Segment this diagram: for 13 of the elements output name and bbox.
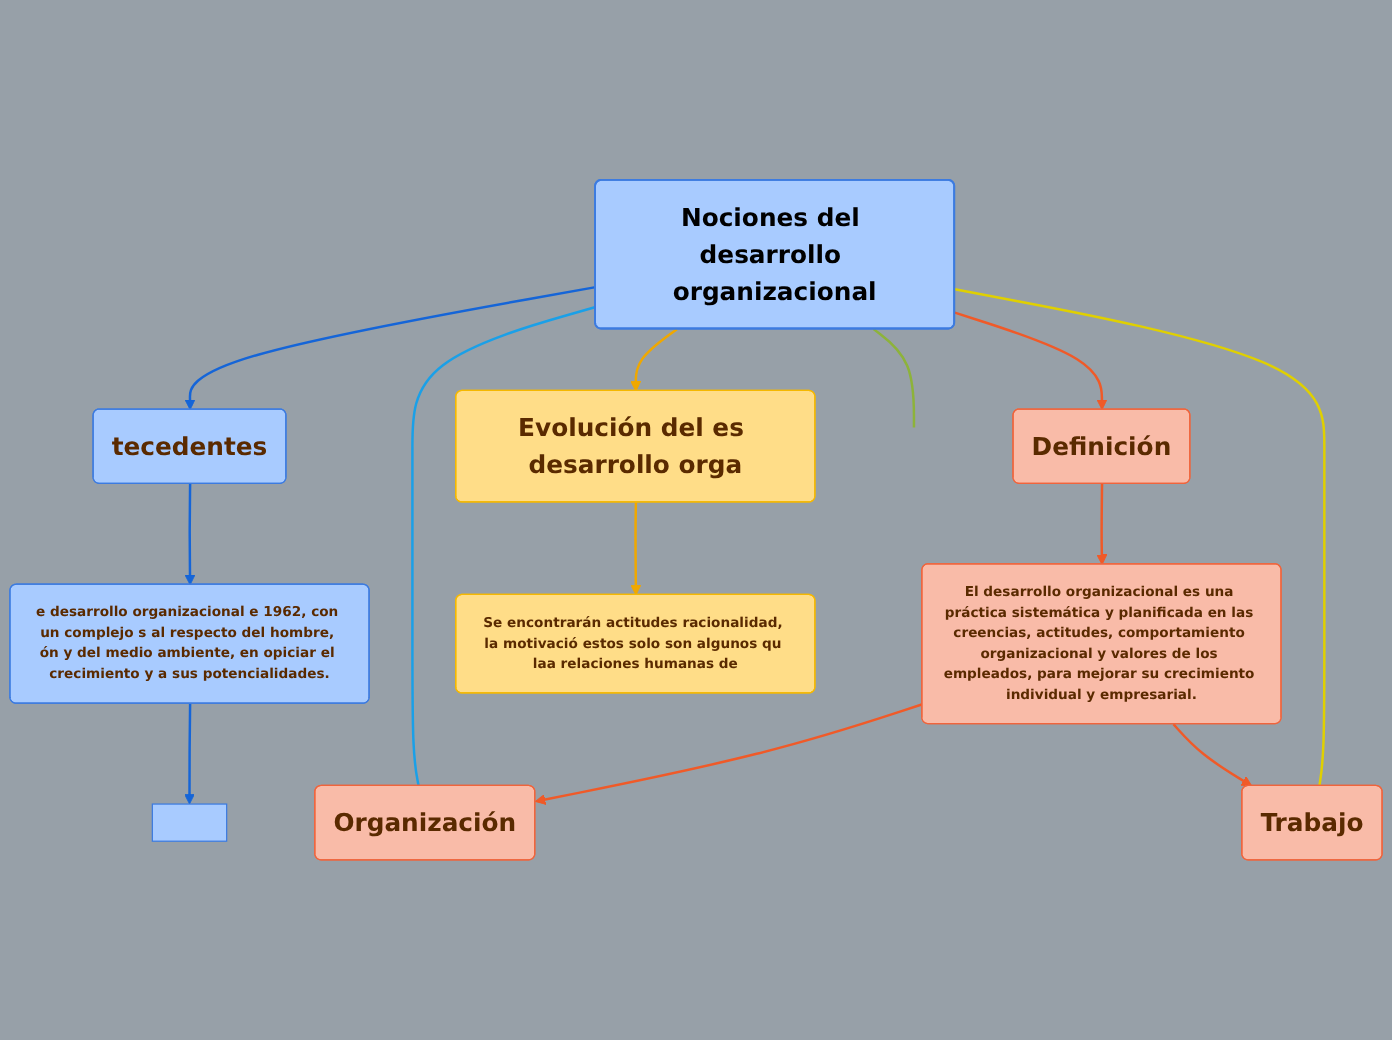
arrow	[630, 328, 678, 392]
arrow	[1172, 723, 1253, 787]
arrow	[630, 502, 642, 596]
arrow	[954, 311, 1108, 411]
arrow	[184, 703, 195, 805]
connector	[411, 305, 597, 787]
arrow	[184, 286, 596, 411]
arrow	[1096, 484, 1108, 566]
node-box	[151, 803, 228, 842]
connector	[872, 328, 916, 428]
arrow	[534, 703, 923, 806]
arrow	[184, 484, 196, 586]
connector	[954, 288, 1326, 787]
